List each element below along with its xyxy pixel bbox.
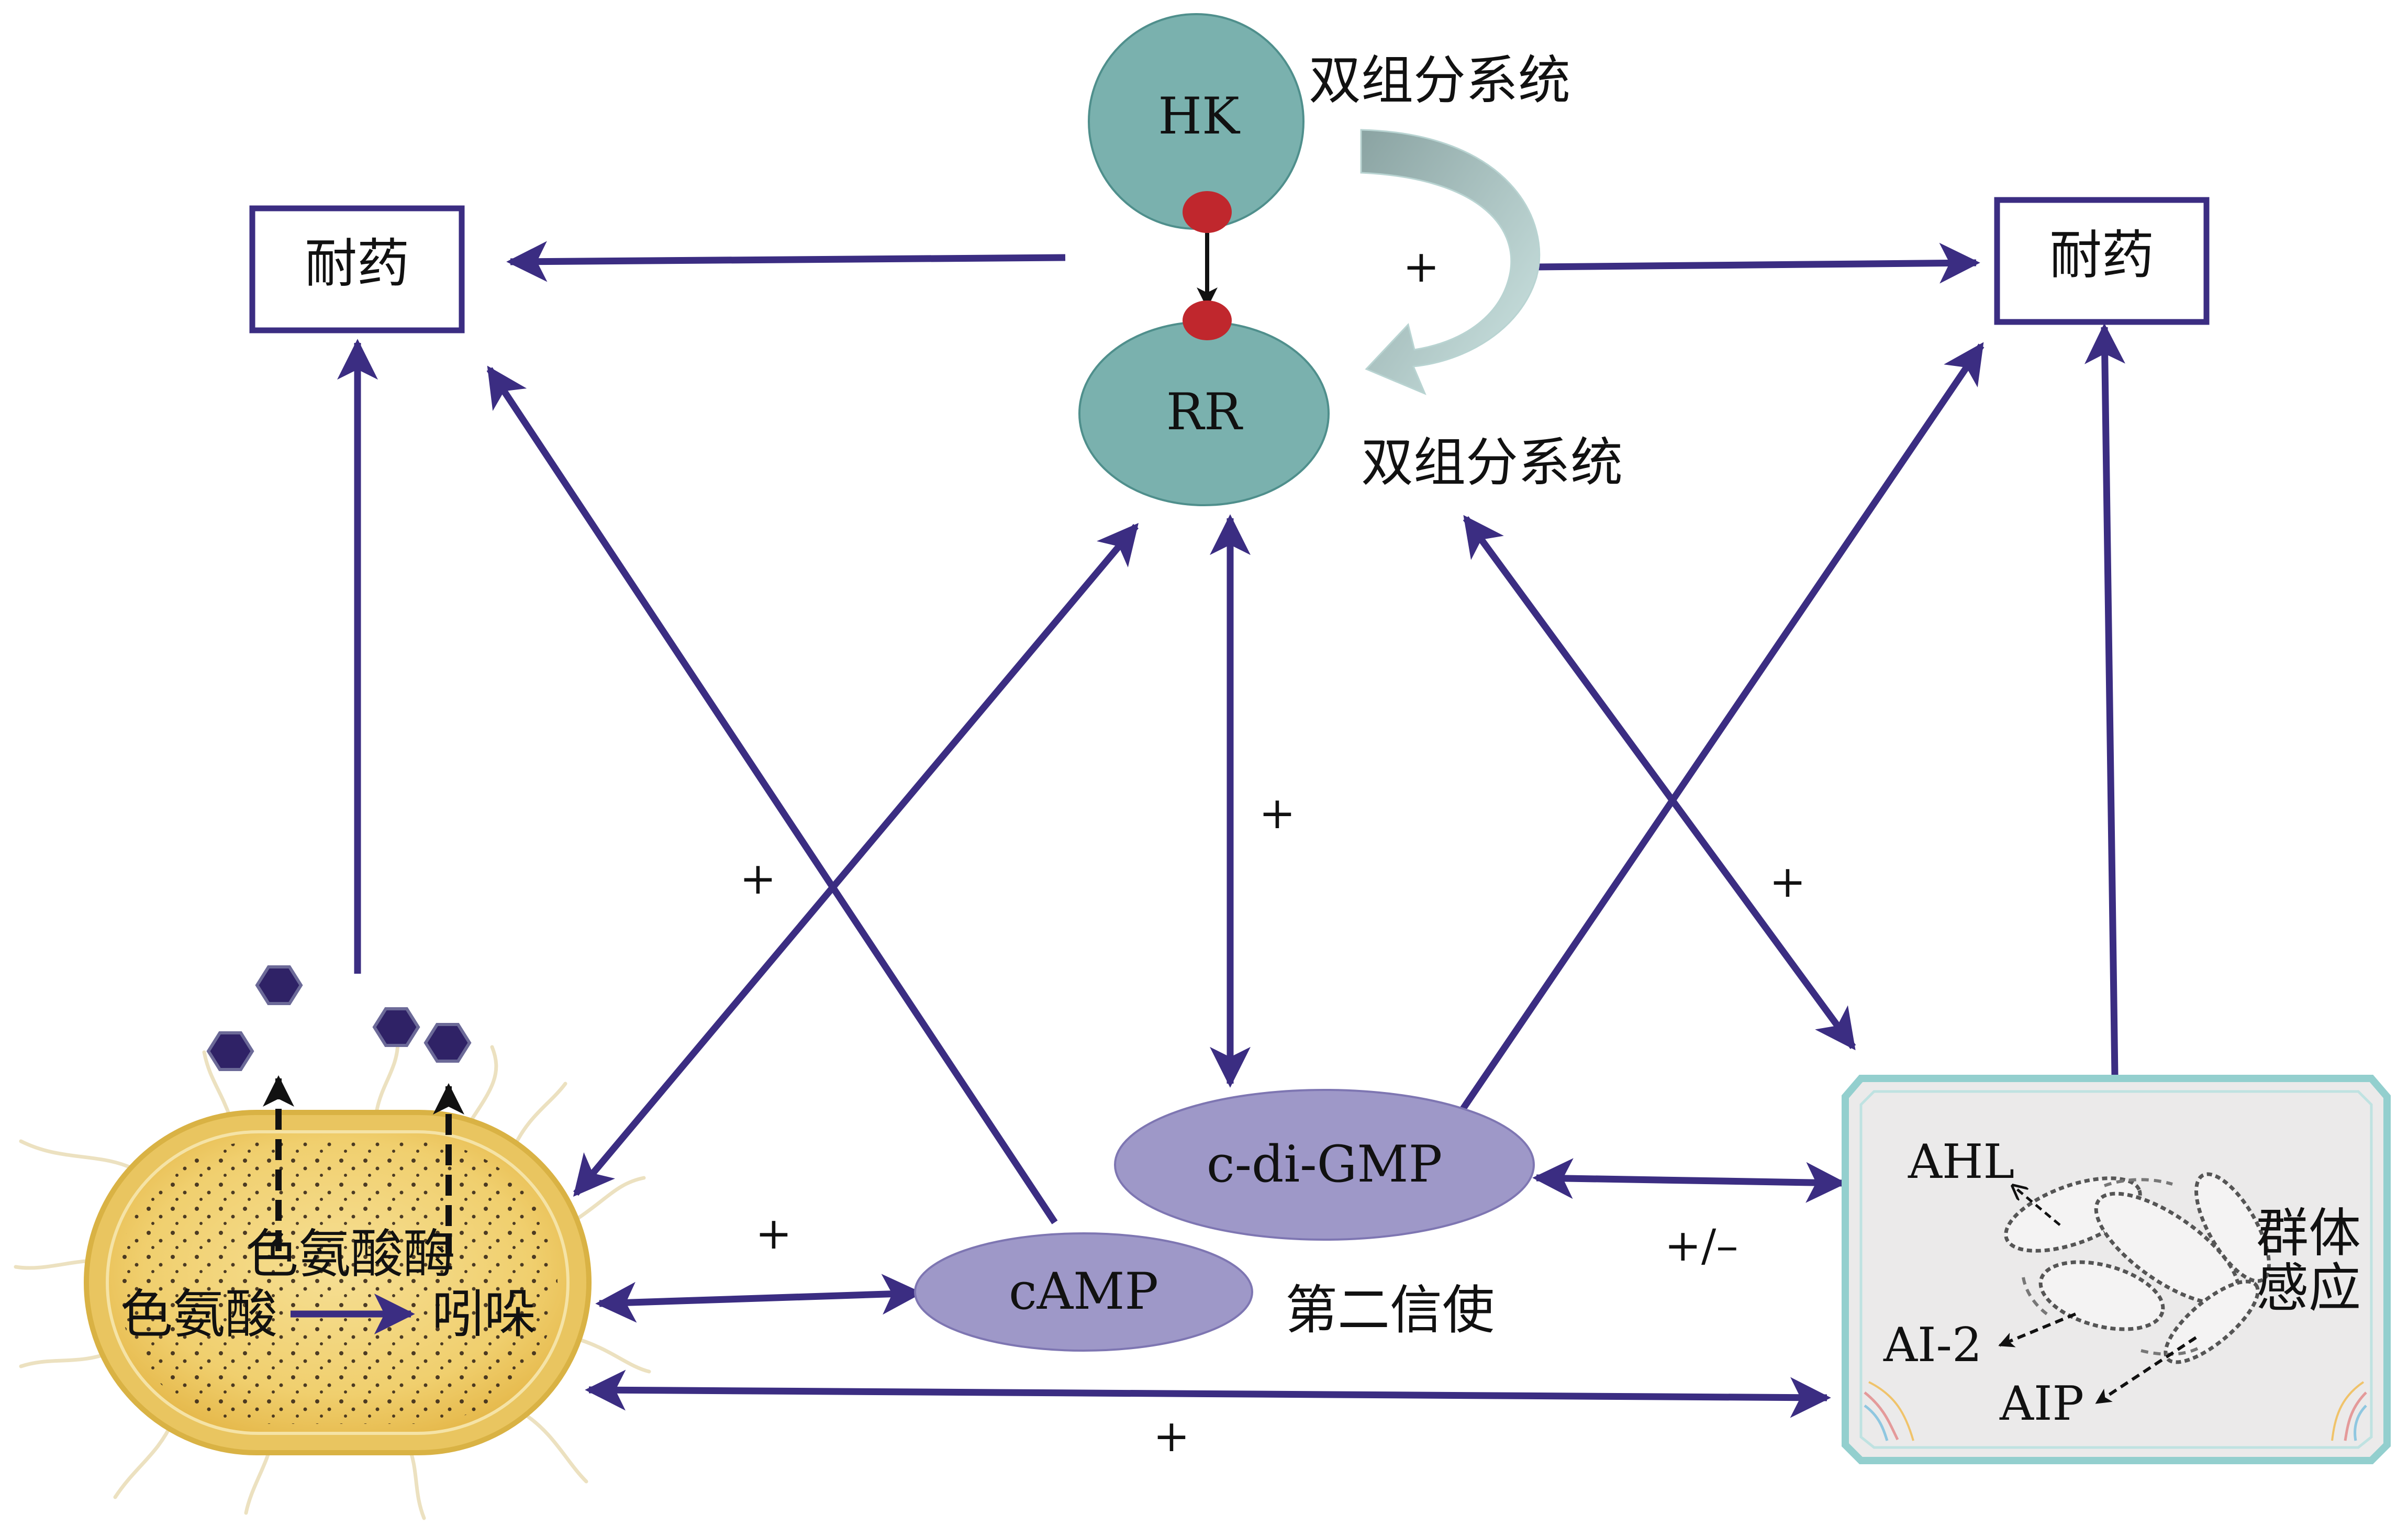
- indole-hexagon: [423, 1023, 472, 1063]
- arrow-cdigmp-qs-bidirectional: [1532, 1158, 1847, 1203]
- sign-cell-tcs: +: [740, 853, 776, 904]
- indole-hexagon: [255, 965, 303, 1005]
- indole-label: 吲哚: [432, 1284, 537, 1345]
- camp-ellipse: [914, 1232, 1253, 1352]
- quorum-sensing-panel: 群体 感应 AHL AI-2 AIP: [1842, 1075, 2391, 1464]
- arrow-camp-to-resistance-left: [486, 365, 1058, 1224]
- flagella: [14, 1040, 651, 1520]
- connections: [337, 241, 2125, 1418]
- arrow-tcs-qs-bidirectional: [1463, 515, 1856, 1051]
- tcs-label-top: 双组分系统: [1309, 50, 1570, 111]
- ai2-label: AI-2: [1883, 1318, 1982, 1373]
- sign-cell-camp: +: [755, 1208, 792, 1259]
- feedback-curved-arrow: [1360, 129, 1541, 395]
- aip-label: AIP: [1999, 1376, 2084, 1431]
- arrow-cdigmp-to-resistance-right: [1457, 342, 1985, 1115]
- phosphate-dot-hk: [1183, 191, 1232, 233]
- resistance-box-left: 耐药: [249, 205, 465, 333]
- sign-tcs-qs: +: [1769, 856, 1806, 907]
- qs-label-line2: 感应: [2256, 1257, 2361, 1319]
- arrow-cell-qs-bidirectional: [585, 1369, 1831, 1418]
- arrow-tcs-to-resistance-right: [1533, 242, 1980, 284]
- sign-tcs-cdigmp: +: [1259, 787, 1296, 839]
- bacterium-cell: 色氨酸酶 色氨酸 吲哚: [14, 965, 651, 1520]
- tryptophan-label: 色氨酸: [120, 1284, 277, 1345]
- indole-molecules: [206, 965, 472, 1071]
- arrow-qs-to-resistance-right: [2084, 323, 2125, 1076]
- sign-cdigmp-qs: +/–: [1665, 1220, 1738, 1271]
- indole-hexagon: [206, 1031, 254, 1071]
- ahl-label: AHL: [1908, 1134, 2014, 1189]
- tryptophanase-label: 色氨酸酶: [246, 1223, 455, 1285]
- qs-label-line1: 群体: [2256, 1202, 2361, 1264]
- cdigmp-ellipse: [1114, 1089, 1535, 1241]
- cdigmp-label: c-di-GMP: [1207, 1135, 1442, 1194]
- rr-label: RR: [1166, 383, 1243, 441]
- sign-labels: + + + + + +/– +: [740, 241, 1806, 1462]
- second-messenger-label: 第二信使: [1285, 1279, 1495, 1341]
- sign-cell-qs: +: [1153, 1410, 1190, 1462]
- tcs-label-bottom: 双组分系统: [1361, 432, 1623, 493]
- arrow-cell-tcs-bidirectional: [573, 523, 1139, 1197]
- indole-hexagon: [372, 1007, 420, 1047]
- two-component-system: HK RR 双组分系统 双组分系统: [1078, 13, 1623, 506]
- second-messengers: c-di-GMP cAMP 第二信使: [914, 1089, 1535, 1352]
- hk-label: HK: [1158, 87, 1241, 146]
- qs-bacteria: [2004, 1172, 2271, 1364]
- resistance-label-right: 耐药: [2049, 225, 2154, 286]
- arrow-tcs-to-resistance-left: [506, 241, 1066, 282]
- phosphate-dot-rr: [1183, 300, 1232, 340]
- sign-tcs-feedback: +: [1403, 241, 1440, 292]
- resistance-label-left: 耐药: [305, 233, 409, 294]
- resistance-box-right: 耐药: [1994, 197, 2210, 325]
- arrow-cell-camp-bidirectional: [595, 1274, 923, 1323]
- camp-label: cAMP: [1009, 1262, 1158, 1321]
